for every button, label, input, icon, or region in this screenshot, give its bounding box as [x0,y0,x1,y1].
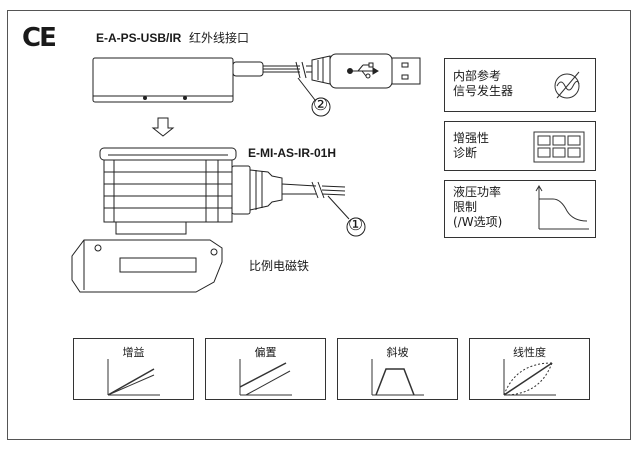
feature-label: 增强性 诊断 [453,131,490,160]
mode-box-ramp: 斜坡 [337,338,458,400]
mode-box-gain: 增益 [73,338,194,400]
amplifier-model: E-MI-AS-IR-01H [248,146,337,160]
usb-interface-label: E-A-PS-USB/IR 红外线接口 [96,31,249,46]
callout-cable: ① [348,215,364,235]
usb-interface-model: E-A-PS-USB/IR [96,31,182,45]
diagram-frame [7,10,631,440]
feature-box-power-limit: 液压功率 限制 (/W选项) [444,180,596,238]
ce-mark: CE [22,23,57,53]
feature-label: 液压功率 限制 (/W选项) [453,185,503,229]
solenoid-label: 比例电磁铁 [249,259,310,273]
usb-ir-interface-drawing [92,53,421,103]
callout-usb-drawing [297,77,331,117]
mode-label: 增益 [122,346,145,359]
feature-box-signal-generator: 内部参考 信号发生器 [444,58,596,112]
sine-generator-icon [554,71,580,99]
bias-graph-icon [239,359,292,396]
feature-label: 内部参考 信号发生器 [453,69,514,98]
callout-cable-drawing [327,195,366,237]
ramp-graph-icon [371,359,424,396]
diagnostics-grid-icon [533,131,585,163]
power-limit-curve-icon [535,185,589,230]
amplifier-drawing [71,147,346,293]
gain-graph-icon [107,359,160,396]
callout-usb: ② [313,95,329,115]
mode-label: 斜坡 [386,346,409,359]
mode-label: 线性度 [513,346,546,359]
mode-box-bias: 偏置 [205,338,326,400]
mode-label: 偏置 [254,346,277,359]
usb-interface-description: 红外线接口 [188,31,249,45]
down-arrow-icon [151,117,175,137]
linearity-graph-icon [503,359,556,396]
mode-box-linearity: 线性度 [469,338,590,400]
feature-box-diagnostics: 增强性 诊断 [444,121,596,171]
